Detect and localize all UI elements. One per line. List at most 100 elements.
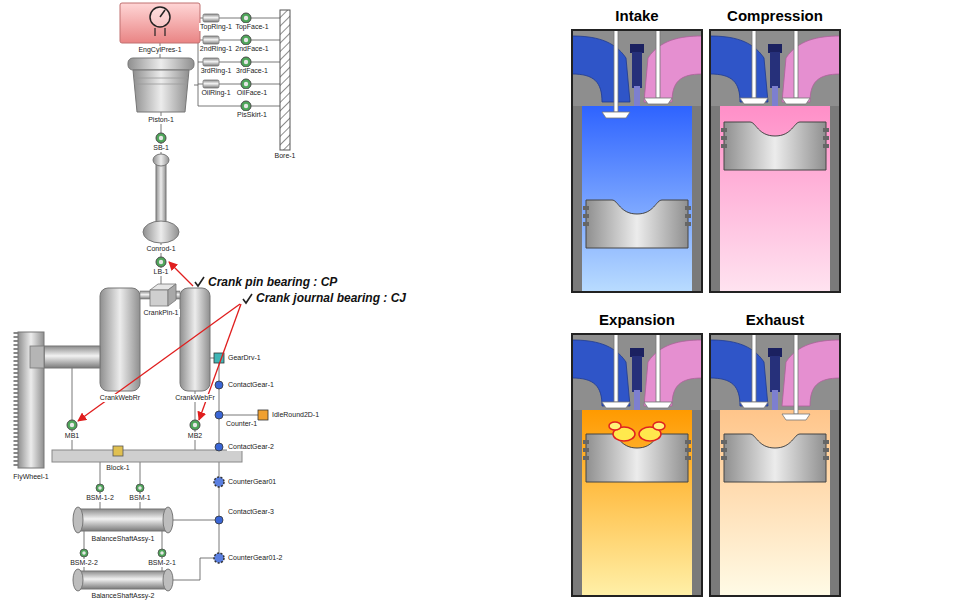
intake-stroke-illustration (572, 30, 702, 292)
drawing-part (120, 3, 200, 43)
drawing-part (78, 571, 168, 589)
drawing-part (782, 30, 810, 104)
drawing-part (740, 334, 768, 408)
drawing-part (710, 334, 840, 410)
part-name: CrankWebRr (99, 394, 141, 402)
drawing-part (219, 18, 241, 19)
stroke-panel: Intake (572, 6, 702, 292)
callout-text: Crank pin bearing : CP (207, 276, 338, 290)
drawing-part (614, 30, 618, 112)
drawing-part (794, 334, 798, 414)
drawing-part (198, 84, 203, 85)
part-name: Conrod-1 (145, 245, 176, 253)
drawing-part (602, 112, 630, 118)
part-name: Bore-1 (273, 152, 296, 160)
part-name: TopFace-1 (234, 23, 269, 31)
part-name: 3rdFace-1 (235, 67, 269, 75)
bore-wall (280, 10, 290, 150)
part-name: OilRing-1 (200, 89, 231, 97)
cylinder-pressure-gauge (120, 3, 200, 43)
drawing-part (241, 57, 251, 67)
drawing-part (158, 549, 166, 557)
part-name: GearDrv-1 (227, 354, 262, 362)
drawing-part (80, 549, 88, 557)
part-name: OilFace-1 (236, 89, 268, 97)
part-name: BSM-2-2 (69, 559, 99, 567)
part-name: Piston-1 (147, 116, 175, 124)
drawing-part (163, 507, 173, 533)
drawing-part (251, 84, 280, 85)
drawing-part (30, 346, 44, 368)
drawing-part (710, 334, 840, 596)
drawing-part (241, 13, 251, 23)
drawing-part (150, 290, 168, 306)
part-name: SB-1 (152, 144, 170, 152)
part-name: Counter-1 (225, 420, 258, 428)
drawing-part (223, 415, 258, 416)
stroke-title: Exhaust (710, 310, 840, 330)
drawing-part (78, 509, 168, 531)
piston-model (128, 58, 194, 112)
drawing-part (720, 106, 830, 292)
drawing-part (215, 516, 223, 524)
combustion-flame (609, 422, 665, 441)
model-connection-lines (72, 18, 280, 580)
drawing-part (251, 18, 280, 19)
drawing-part (710, 30, 840, 106)
part-name: CrankPin-1 (142, 309, 179, 317)
main-bearing-icon (67, 420, 77, 430)
small-end-bearing (156, 133, 166, 143)
drawing-part (572, 410, 702, 596)
part-name: BSM-2-1 (147, 559, 177, 567)
drawing-part (194, 85, 198, 86)
drawing-part (572, 30, 702, 106)
drawing-part (710, 334, 840, 596)
part-name: ContactGear-3 (227, 508, 275, 516)
callout-text: Crank journal bearing : CJ (255, 292, 407, 306)
drawing-part (72, 368, 73, 420)
drawing-part (140, 462, 141, 484)
drawing-part (219, 84, 241, 85)
drawing-part (215, 381, 223, 389)
drawing-part (251, 40, 280, 41)
drawing-part (73, 569, 83, 591)
drawing-part (134, 78, 188, 79)
drawing-part (162, 531, 163, 549)
drawing-part (721, 434, 829, 482)
part-name: TopRing-1 (199, 23, 233, 31)
drawing-part (169, 262, 193, 286)
drawing-part (160, 10, 165, 17)
part-name: 2ndFace-1 (234, 45, 269, 53)
drawing-part (203, 36, 219, 44)
drawing-part (84, 531, 85, 549)
stroke-panel: Expansion (572, 310, 702, 596)
part-name: Block-1 (105, 464, 130, 472)
conrod (143, 154, 179, 243)
drawing-part (582, 410, 692, 596)
part-name: PisSkirt-1 (236, 111, 268, 119)
part-name: BalanceShaftAssy-2 (90, 592, 155, 600)
drawing-part (203, 14, 219, 22)
part-name: 2ndRing-1 (199, 45, 233, 53)
drawing-part (180, 288, 210, 391)
part-name: ContactGear-2 (227, 443, 275, 451)
drawing-part (572, 334, 702, 410)
drawing-part (172, 520, 215, 521)
drawing-part (214, 477, 224, 487)
drawing-part (215, 411, 223, 419)
drawing-part (782, 414, 810, 420)
drawing-part (150, 7, 170, 27)
compression-stroke-illustration (710, 30, 840, 292)
drawing-part (653, 422, 665, 430)
part-name: BSM-1 (128, 494, 151, 502)
drawing-part (210, 358, 214, 359)
drawing-part (720, 410, 830, 596)
flywheel (16, 332, 44, 468)
drawing-part (215, 443, 223, 451)
drawing-part (572, 334, 702, 596)
drawing-part (156, 160, 166, 226)
drawing-part (644, 30, 672, 104)
drawing-part (258, 410, 268, 420)
drawing-part (172, 558, 215, 580)
